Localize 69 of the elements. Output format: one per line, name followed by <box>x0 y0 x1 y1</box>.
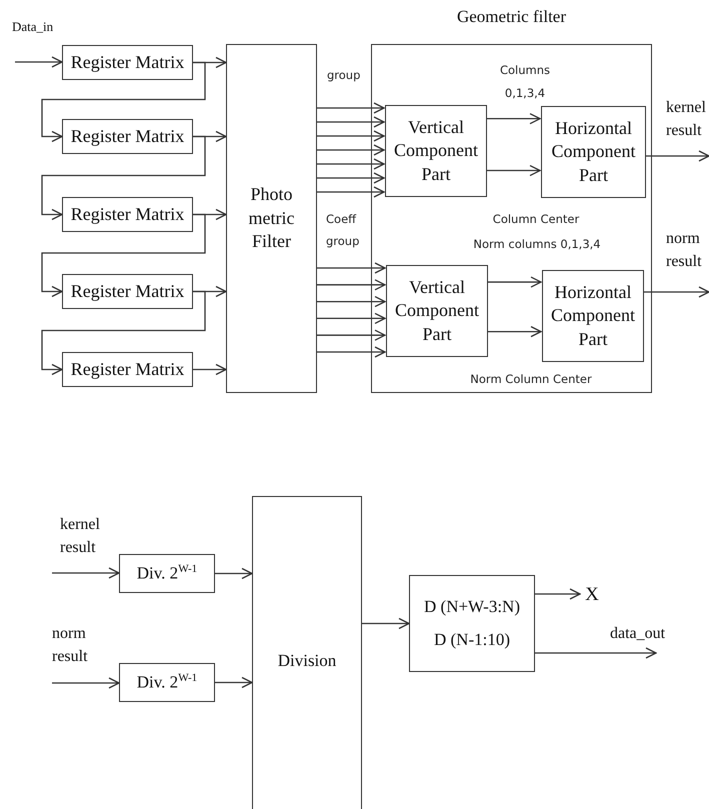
process-box <box>542 270 644 362</box>
process-box <box>62 197 193 232</box>
box-label: Register Matrix <box>70 124 184 148</box>
box-label: Vertical Component Part <box>393 116 479 186</box>
arrow <box>535 647 657 659</box>
arrow <box>317 116 385 128</box>
arrow <box>487 326 542 338</box>
arrow <box>317 279 386 290</box>
arrow <box>52 677 120 689</box>
arrow <box>317 346 386 358</box>
process-box <box>541 106 646 198</box>
arrow <box>215 568 253 580</box>
arrow <box>362 618 410 630</box>
box-label: Register Matrix <box>70 358 184 381</box>
box-label: Photo metric Filter <box>248 183 296 254</box>
process-box <box>385 105 487 197</box>
box-label: Vertical Component Part <box>394 276 480 346</box>
arrow <box>193 364 227 376</box>
process-box <box>119 663 215 702</box>
arrow <box>317 144 385 156</box>
process-box <box>119 554 215 593</box>
arrow <box>317 130 385 142</box>
arrow <box>317 312 386 324</box>
process-box <box>62 274 193 309</box>
box-label: D (N-1:10) <box>434 628 510 650</box>
process-box <box>226 44 317 393</box>
box-label: Register Matrix <box>70 202 184 226</box>
process-box <box>62 119 193 154</box>
arrow <box>215 676 253 688</box>
arrow <box>317 330 386 341</box>
arrow <box>317 186 385 198</box>
signal-label: Norm columns 0,1,3,4 <box>472 236 602 253</box>
process-box <box>252 496 362 809</box>
signal-label: Norm Column Center <box>469 371 593 388</box>
signal-label: Column Center <box>492 211 580 228</box>
process-box <box>386 265 488 357</box>
arrow <box>15 56 63 68</box>
box-label: Register Matrix <box>70 280 184 303</box>
arrow <box>645 150 709 162</box>
arrow <box>486 113 541 124</box>
box-label: Div. 2$^{W-1}$ <box>136 671 198 694</box>
arrow <box>486 164 541 176</box>
arrow <box>317 172 385 184</box>
box-label: D (N+W-3:N) <box>424 596 520 618</box>
arrow <box>41 136 206 220</box>
process-box <box>409 575 535 672</box>
signal-label: Columns 0,1,3,4 <box>498 62 552 102</box>
box-label: Div. 2$^{W-1}$ <box>136 562 198 585</box>
bus-label: group <box>327 67 362 84</box>
arrow <box>317 262 386 274</box>
box-label: Division <box>278 650 336 672</box>
box-label: Horizontal Component Part <box>550 280 636 351</box>
block-title: Geometric filter <box>456 7 568 27</box>
arrow <box>317 296 386 308</box>
process-box <box>62 352 193 387</box>
process-box <box>62 45 193 80</box>
box-label: Register Matrix <box>70 50 184 74</box>
box-label: Horizontal Component Part <box>550 116 636 187</box>
arrow <box>41 214 206 298</box>
bus-label: Coeff group <box>326 211 360 250</box>
arrow <box>52 567 120 579</box>
box-label: X <box>585 582 599 607</box>
arrow <box>487 276 542 288</box>
arrow <box>317 158 385 170</box>
arrow <box>41 62 206 142</box>
arrow <box>643 286 709 298</box>
arrow <box>317 102 385 114</box>
arrow <box>535 588 581 600</box>
arrow <box>41 290 206 376</box>
